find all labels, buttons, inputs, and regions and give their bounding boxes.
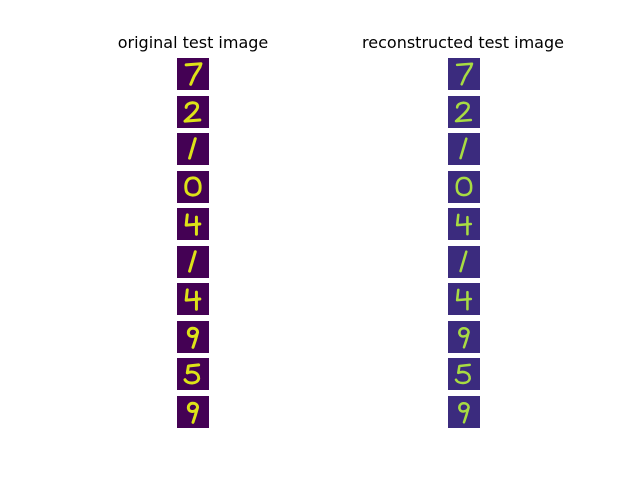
digit-stroke — [183, 363, 201, 385]
reconstructed-digit-2-image — [448, 95, 480, 128]
original-digit-4-image — [177, 208, 209, 240]
digit-stroke — [455, 62, 474, 86]
reconstructed-digit-4-image — [448, 283, 480, 315]
digit-stroke — [184, 175, 202, 197]
original-digit-5-image — [177, 358, 209, 390]
reconstructed-digit-5-image — [448, 358, 480, 390]
original-digit-2-image — [177, 95, 209, 128]
digit-stroke — [186, 401, 200, 424]
original-digit-7-image — [177, 58, 209, 90]
digit-stroke — [454, 363, 471, 385]
digit-stroke — [188, 249, 197, 273]
original-digit-9-image — [177, 395, 209, 428]
reconstructed-digit-1-image — [448, 245, 480, 278]
original-digit-1-image — [177, 133, 209, 165]
reconstructed-digit-4-image — [448, 208, 480, 240]
digit-stroke — [183, 100, 202, 123]
digit-stroke — [184, 62, 203, 86]
digit-stroke — [186, 326, 200, 349]
reconstructed-digit-1-image — [448, 133, 480, 165]
original-digit-9-image — [177, 320, 209, 353]
reconstructed-images-column — [448, 58, 480, 433]
digit-stroke — [455, 176, 473, 196]
reconstructed-digit-9-image — [448, 395, 480, 428]
digit-stroke — [458, 401, 470, 424]
original-digit-1-image — [177, 245, 209, 278]
reconstructed-digit-9-image — [448, 320, 480, 353]
original-digit-4-image — [177, 283, 209, 315]
image-background — [177, 170, 209, 203]
image-background — [177, 58, 209, 90]
digit-stroke — [188, 137, 197, 160]
image-background — [177, 358, 209, 390]
original-digit-0-image — [177, 170, 209, 203]
image-background — [448, 58, 480, 90]
original-images-column — [177, 58, 209, 433]
digit-stroke — [454, 100, 473, 122]
digit-stroke — [459, 137, 468, 160]
reconstructed-digit-7-image — [448, 58, 480, 90]
image-background — [448, 358, 480, 390]
digit-stroke — [458, 326, 470, 349]
original-column-title: original test image — [117, 33, 269, 52]
reconstructed-digit-0-image — [448, 170, 480, 203]
reconstructed-column-title: reconstructed test image — [362, 33, 564, 52]
digit-stroke — [459, 249, 468, 272]
image-background — [448, 170, 480, 203]
